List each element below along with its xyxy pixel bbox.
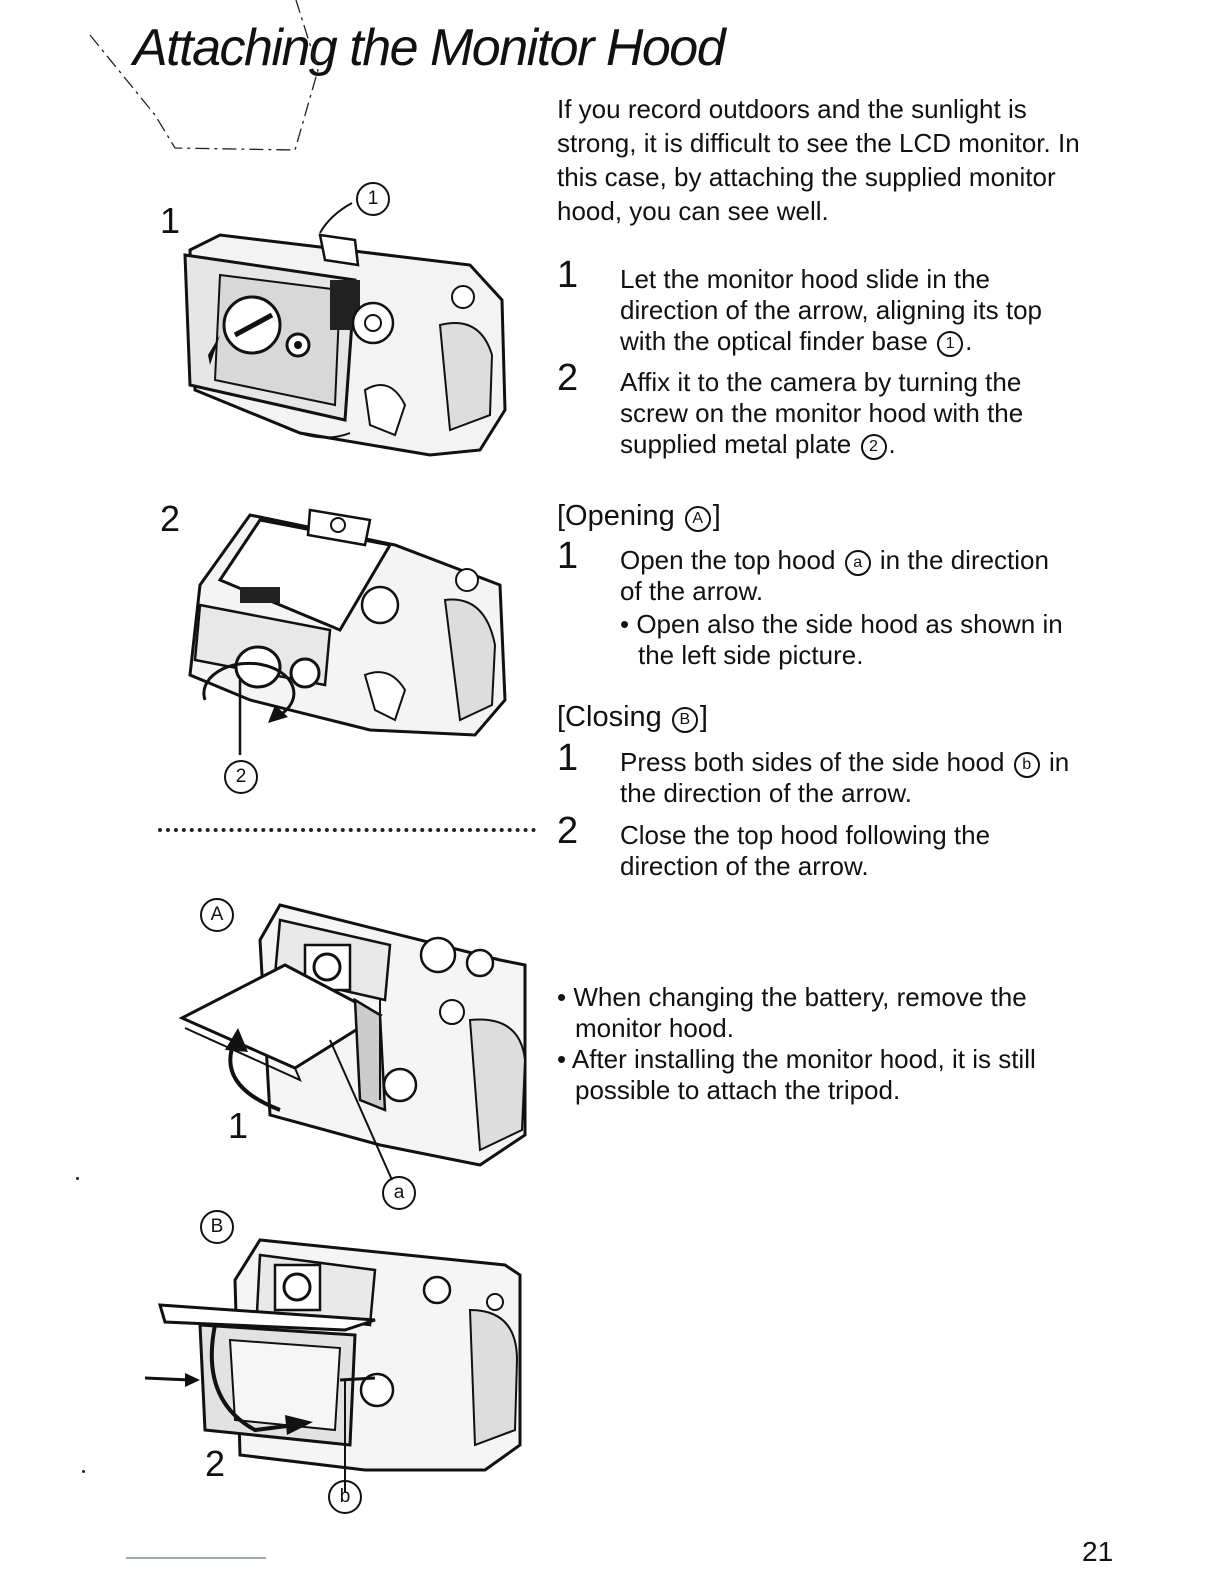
footer-rule <box>126 1557 266 1559</box>
marker-A-icon: A <box>684 506 711 532</box>
step-end: . <box>965 326 973 356</box>
marker-b-icon: b <box>1013 752 1040 778</box>
figure-2-number: 2 <box>160 498 181 539</box>
attach-step-2: 2 Affix it to the camera by turning the … <box>557 359 1077 460</box>
closing-step-1: 1 Press both sides of the side hood b in… <box>557 739 1077 809</box>
stray-dot <box>82 1470 85 1473</box>
step-text-cont: in the direction of the arrow. <box>620 545 1049 606</box>
opening-heading: [Opening A] <box>557 500 721 533</box>
closing-heading: [Closing B] <box>557 701 708 734</box>
step-text: Open the top hood <box>620 545 836 575</box>
page-title: Attaching the Monitor Hood <box>133 19 726 77</box>
title-decoration <box>0 0 330 160</box>
step-text-cont: in the direction of the arrow. <box>620 747 1070 808</box>
opening-note: • Open also the side hood as shown in th… <box>620 609 1063 670</box>
heading-text: [Opening <box>557 500 675 532</box>
heading-text: [Closing <box>557 701 662 733</box>
marker-B-icon: B <box>671 707 698 733</box>
figure-A-sub-marker-icon: a <box>382 1176 416 1210</box>
dotted-separator <box>158 828 536 832</box>
camera-illustration-1 <box>180 205 520 470</box>
opening-step-1: 1 Open the top hood a in the direction o… <box>557 537 1077 671</box>
step-number: 2 <box>557 810 579 852</box>
figure-B-sub-marker-icon: b <box>328 1480 362 1514</box>
step-number: 1 <box>557 535 579 577</box>
step-number: 2 <box>557 357 579 399</box>
closing-step-2: 2 Close the top hood following the direc… <box>557 812 1077 882</box>
heading-end: ] <box>712 500 721 532</box>
figure-B-number: 2 <box>205 1443 226 1484</box>
camera-illustration-A <box>180 900 530 1180</box>
attach-step-1: 1 Let the monitor hood slide in the dire… <box>557 256 1077 357</box>
step-text: Press both sides of the side hood <box>620 747 1005 777</box>
figure-B-marker-icon: B <box>200 1210 234 1244</box>
marker-2-icon: 2 <box>860 434 887 460</box>
notes-block: • When changing the battery, remove the … <box>557 982 1077 1106</box>
note-item: • When changing the battery, remove the … <box>557 982 1027 1043</box>
camera-illustration-B <box>145 1230 525 1490</box>
step-number: 1 <box>557 254 579 296</box>
step-number: 1 <box>557 737 579 779</box>
marker-a-icon: a <box>844 550 871 576</box>
heading-end: ] <box>699 701 708 733</box>
note-item: • After installing the monitor hood, it … <box>557 1044 1036 1105</box>
step-text: Affix it to the camera by turning the sc… <box>620 367 1024 459</box>
figure-A-number: 1 <box>228 1105 249 1146</box>
figure-1-marker-icon: 1 <box>356 182 390 216</box>
stray-dot <box>76 1177 79 1180</box>
camera-illustration-2 <box>180 505 520 755</box>
marker-1-icon: 1 <box>937 331 964 357</box>
step-text: Let the monitor hood slide in the direct… <box>620 264 1043 356</box>
step-end: . <box>888 429 896 459</box>
figure-2-marker-icon: 2 <box>224 760 258 794</box>
page-number: 21 <box>1082 1536 1114 1567</box>
figure-A-marker-icon: A <box>200 898 234 932</box>
figure-1-number: 1 <box>160 200 181 241</box>
intro-paragraph: If you record outdoors and the sunlight … <box>557 94 1080 226</box>
step-text: Close the top hood following the directi… <box>620 820 991 881</box>
